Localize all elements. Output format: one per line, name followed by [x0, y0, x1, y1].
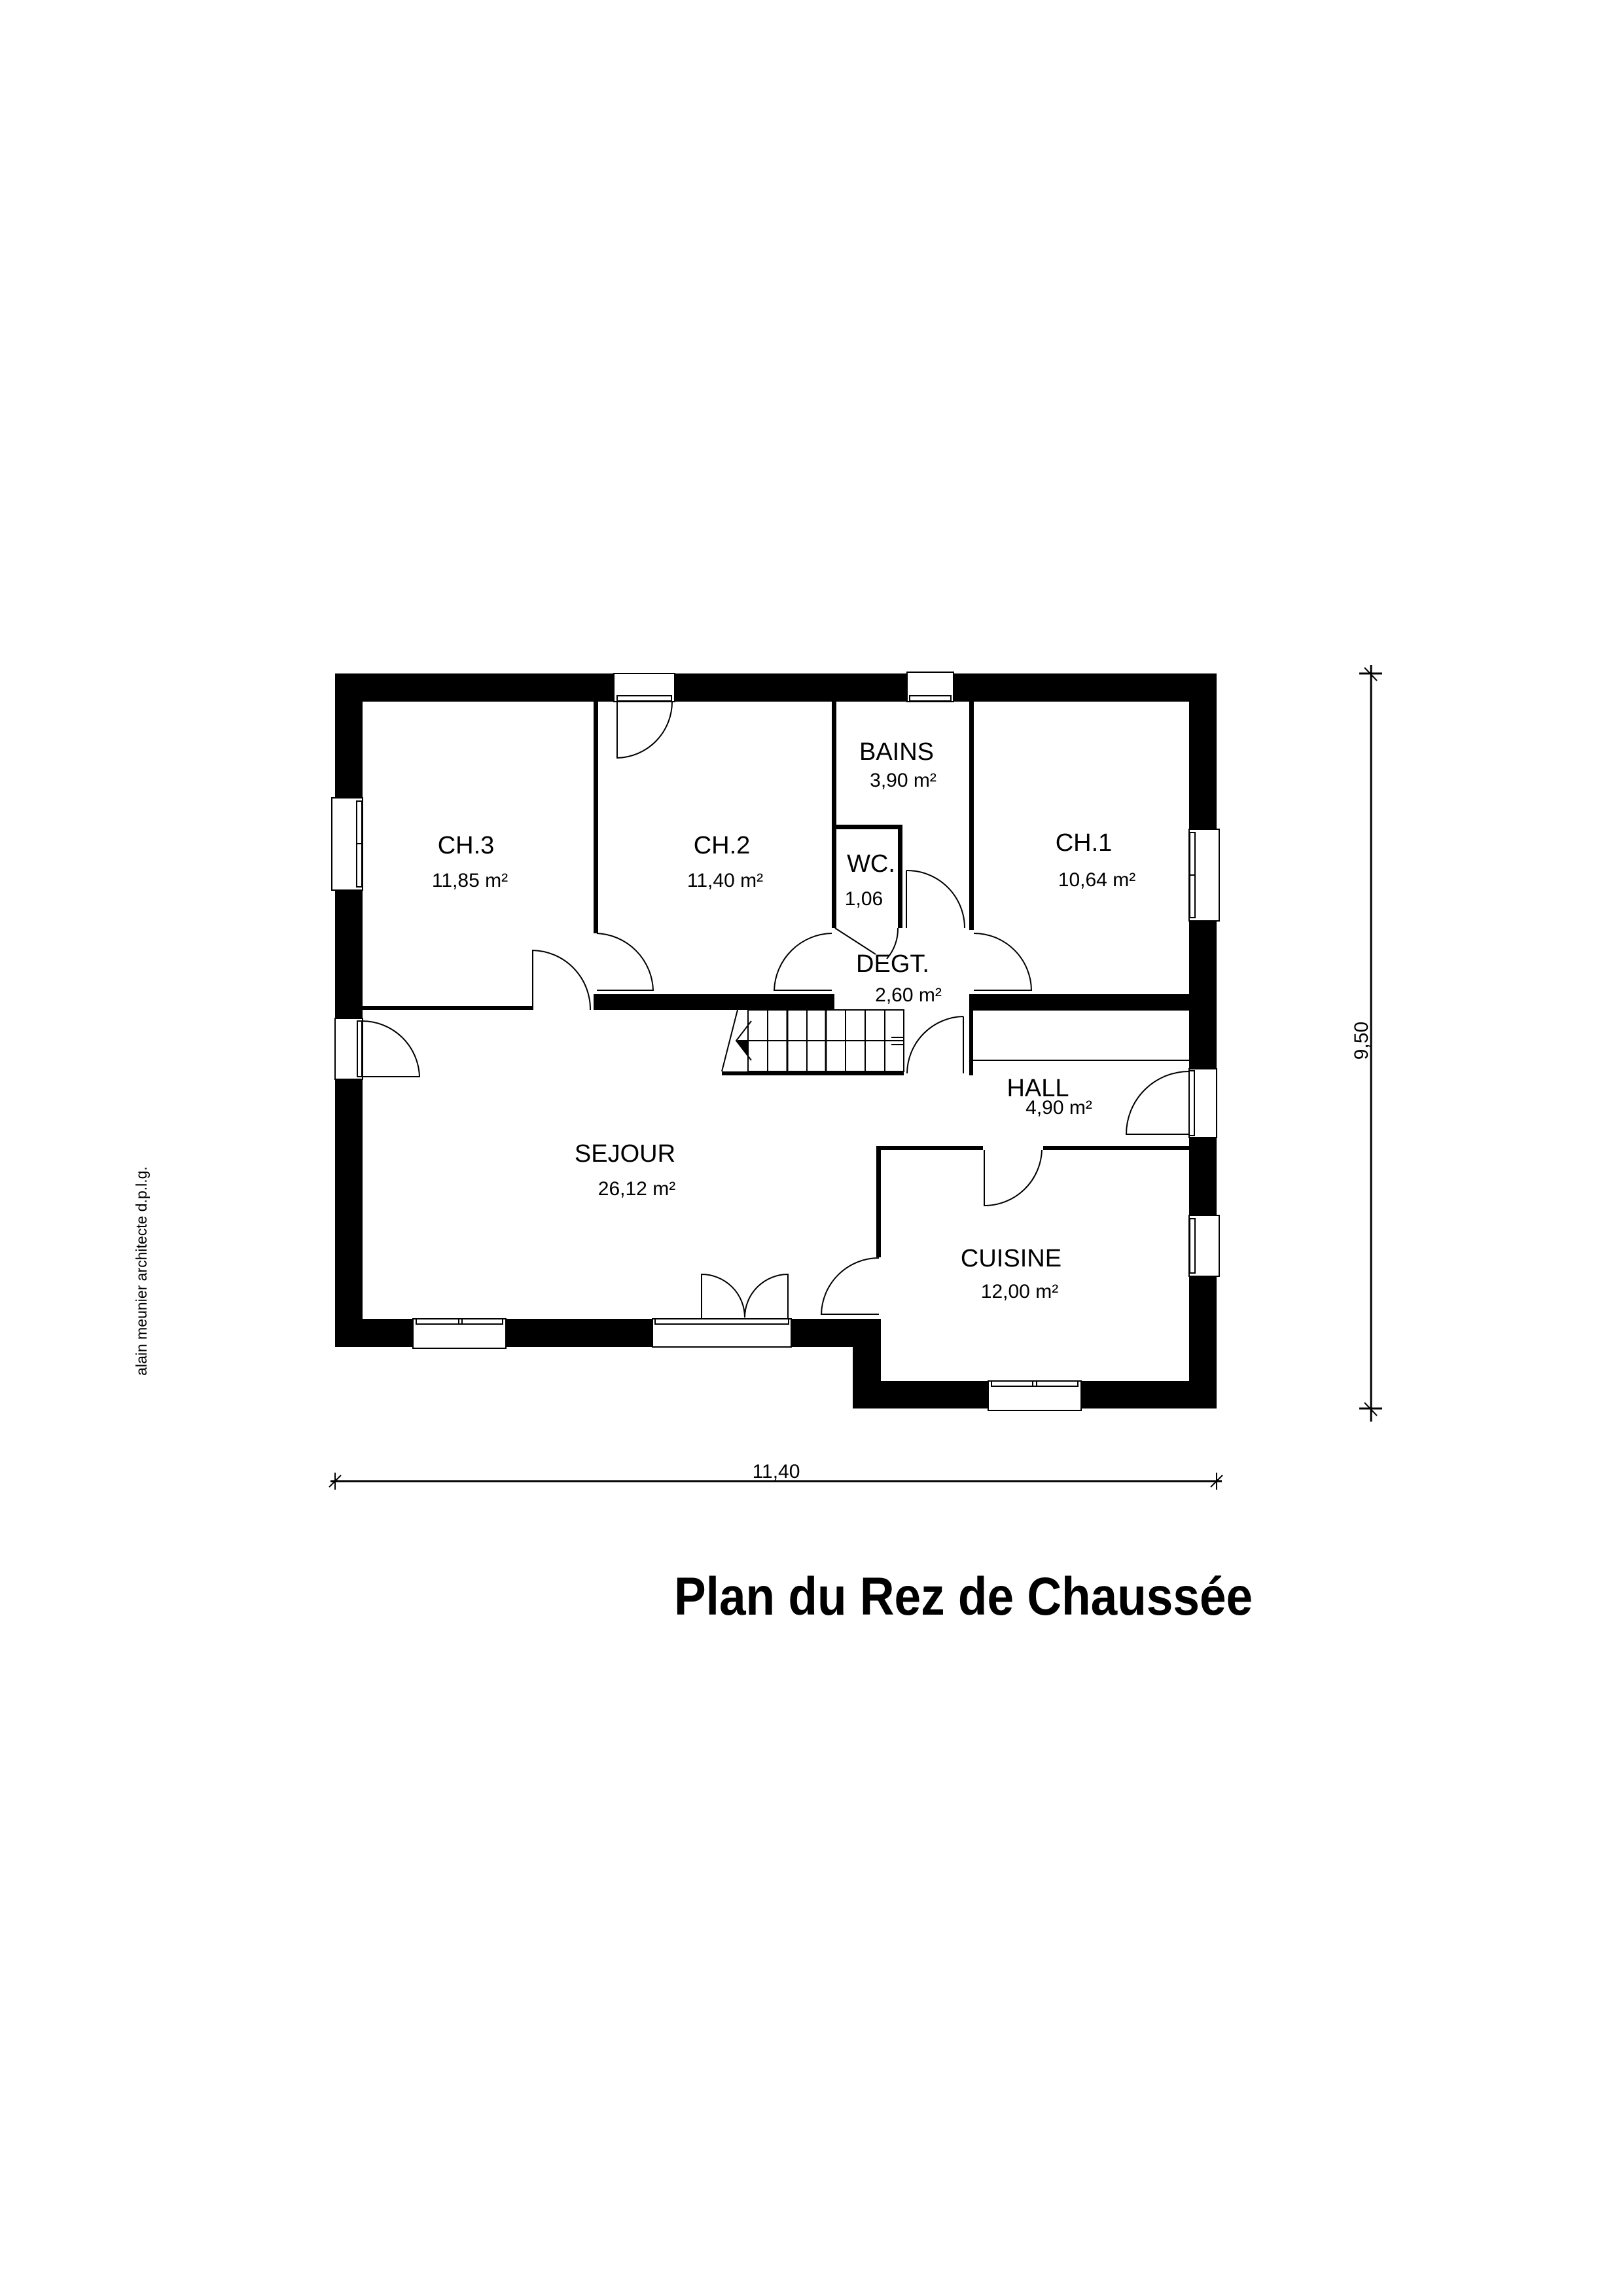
door-opening-sejour-west: [334, 1018, 363, 1080]
room-wc-name: WC.: [847, 850, 895, 878]
room-cuisine-area: 12,00 m²: [981, 1281, 1058, 1302]
room-sejour-name: SEJOUR: [575, 1140, 675, 1168]
page-title: Plan du Rez de Chaussée: [674, 1567, 1253, 1626]
room-bains-area: 3,90 m²: [870, 770, 936, 791]
room-ch2-area: 11,40 m²: [687, 870, 763, 891]
dimension-width: 11,40: [329, 1461, 1223, 1490]
windows: [331, 672, 1220, 1411]
room-ch1-area: 10,64 m²: [1058, 869, 1135, 891]
window-sejour-south: [412, 1318, 507, 1349]
room-ch2-name: CH.2: [694, 832, 751, 859]
doors: [361, 701, 1190, 1319]
window-cuisine-south: [988, 1380, 1082, 1411]
room-wc-area: 1,06: [845, 888, 883, 910]
room-degt-name: DEGT.: [856, 950, 929, 978]
stair-direction-arrow-icon: [736, 1041, 748, 1057]
dimension-height-label: 9,50: [1351, 1022, 1372, 1060]
room-hall-area: 4,90 m²: [1026, 1097, 1092, 1119]
room-sejour-area: 26,12 m²: [598, 1178, 675, 1200]
room-ch3-name: CH.3: [438, 832, 495, 859]
door-opening-hall-entry: [1188, 1068, 1217, 1138]
room-degt-area: 2,60 m²: [875, 984, 942, 1006]
window-cuisine-east: [1188, 1215, 1220, 1277]
room-cuisine-name: CUISINE: [961, 1245, 1061, 1272]
dimension-width-label: 11,40: [753, 1461, 800, 1482]
french-door-sejour: [652, 1318, 792, 1348]
room-hall-name: HALL: [1007, 1075, 1069, 1102]
architect-credit: alain meunier architecte d.p.l.g.: [133, 1166, 150, 1376]
interior-walls: [362, 702, 1189, 1257]
window-bains: [906, 672, 954, 702]
dimension-height: 9,50: [1351, 665, 1382, 1422]
room-bains-name: BAINS: [859, 738, 934, 766]
room-labels: CH.3 11,85 m² CH.2 11,40 m² BAINS 3,90 m…: [432, 738, 1135, 1302]
window-ch2: [613, 673, 675, 702]
staircase: [721, 1009, 904, 1072]
room-ch1-name: CH.1: [1056, 829, 1113, 857]
room-ch3-area: 11,85 m²: [432, 870, 508, 891]
window-ch1: [1188, 829, 1220, 922]
window-ch3: [331, 797, 363, 891]
